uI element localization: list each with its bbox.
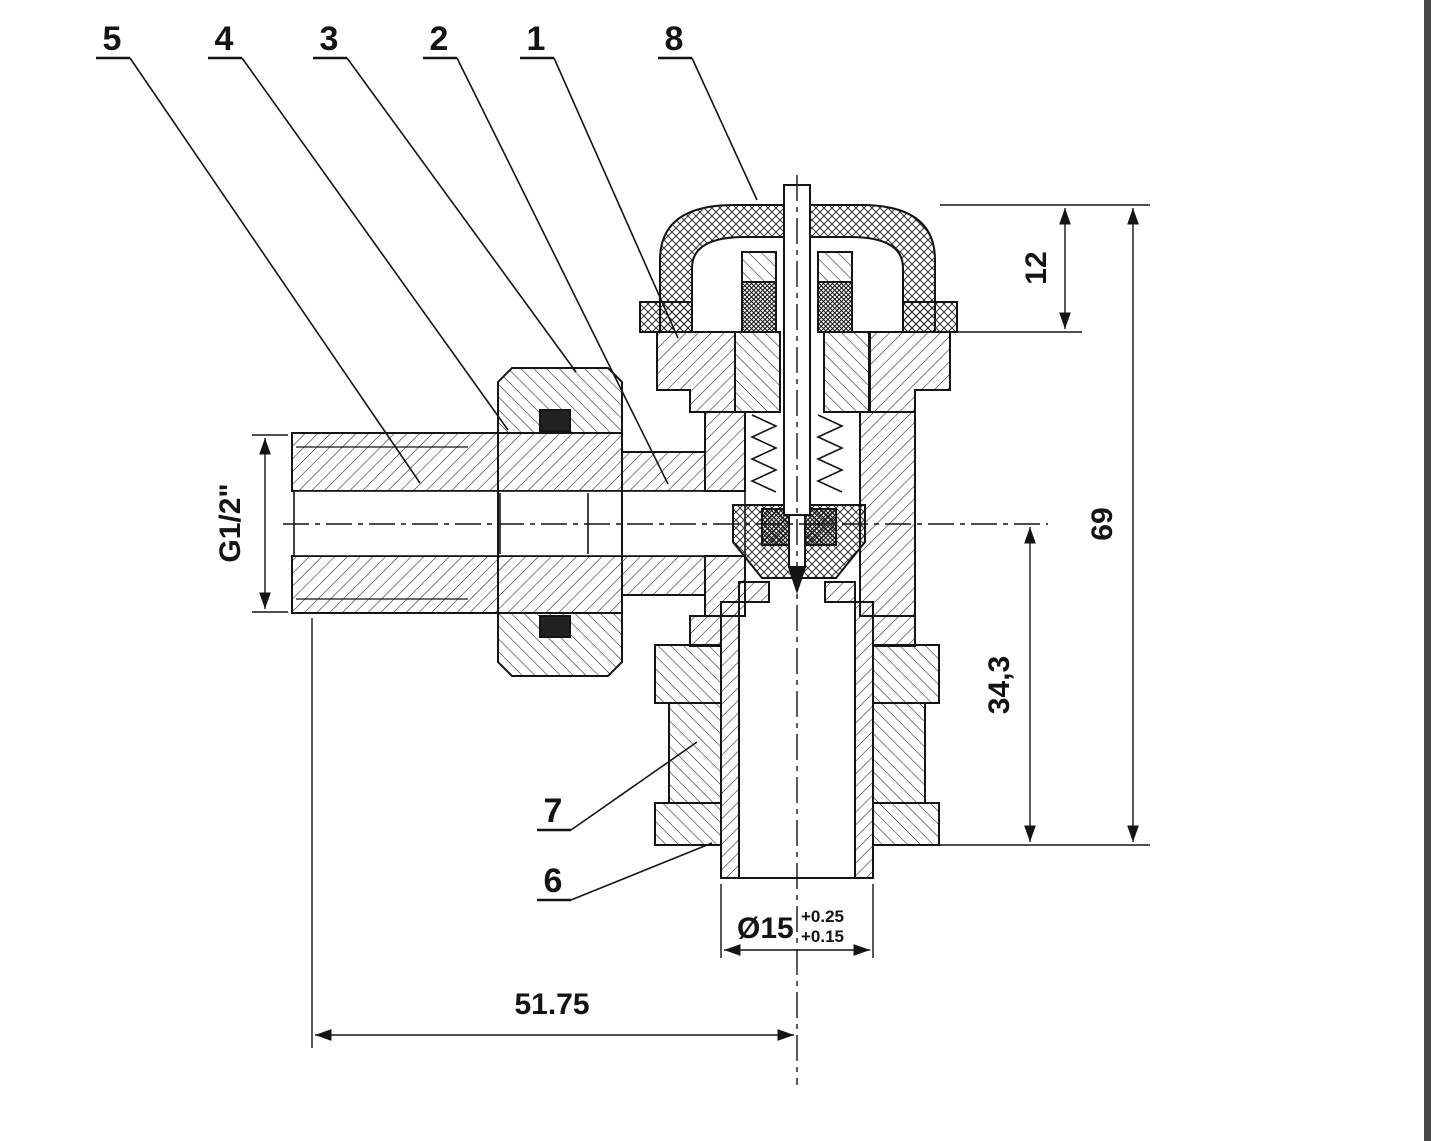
inlet-tailpiece	[291, 432, 746, 614]
callout-2-label: 2	[430, 20, 449, 58]
callouts: 5 4 3 2 1 8 7	[96, 20, 758, 902]
dimensions: G1/2" 12 69 34,3 51.75 Ø15 +0.25	[214, 204, 1150, 1048]
callout-3-label: 3	[320, 20, 339, 58]
dimension-length-51-75: 51.75	[311, 618, 794, 1048]
callout-1: 1	[520, 20, 679, 339]
dimension-text-34-3: 34,3	[983, 656, 1016, 714]
union-nut	[497, 367, 623, 677]
bonnet-insert	[734, 251, 870, 413]
callout-5: 5	[96, 20, 421, 484]
callout-7-label: 7	[544, 792, 563, 830]
dimension-text-51-75: 51.75	[514, 988, 589, 1021]
dimension-height-69: 69	[939, 208, 1150, 846]
valve-spring	[750, 414, 844, 493]
callout-1-label: 1	[527, 20, 546, 58]
callout-7: 7	[537, 741, 698, 832]
seal-ring-bottom	[539, 615, 571, 638]
packing-right	[817, 281, 853, 333]
callout-6: 6	[537, 842, 713, 902]
seal-ring-top	[539, 409, 571, 432]
dimension-text-tol-lower: +0.15	[801, 927, 844, 946]
centerlines	[283, 175, 1048, 1085]
dimension-text-thread: G1/2"	[214, 483, 247, 562]
dimension-text-69: 69	[1086, 507, 1119, 540]
dimension-text-tol-upper: +0.25	[801, 907, 844, 926]
dimension-text-12: 12	[1020, 251, 1053, 284]
callout-4: 4	[208, 20, 509, 431]
dimension-text-diameter: Ø15	[737, 912, 794, 945]
callout-8: 8	[658, 20, 758, 201]
scan-edge-artifact	[1424, 0, 1431, 1141]
dimension-outlet-34-3: 34,3	[983, 527, 1036, 842]
valve-geometry	[291, 184, 958, 879]
callout-3: 3	[313, 20, 577, 373]
callout-4-label: 4	[215, 20, 234, 58]
dimension-cap-12: 12	[940, 204, 1150, 333]
callout-5-label: 5	[103, 20, 122, 58]
dimension-thread-g12: G1/2"	[214, 434, 288, 613]
packing-left	[741, 281, 777, 333]
callout-2: 2	[423, 20, 669, 485]
outlet-pipe	[720, 601, 874, 879]
protection-cap	[639, 204, 958, 333]
callout-8-label: 8	[665, 20, 684, 58]
dimension-diameter-15: Ø15 +0.25 +0.15	[720, 884, 874, 958]
callout-6-label: 6	[544, 862, 563, 900]
compression-nut	[654, 644, 940, 846]
